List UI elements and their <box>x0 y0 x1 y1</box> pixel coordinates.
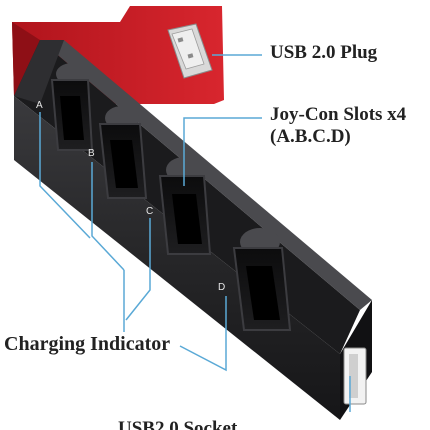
callout-charging-a <box>39 112 91 239</box>
slot-letter-a: A <box>36 100 43 111</box>
slot-letter-d: D <box>218 282 225 293</box>
slot-b <box>98 106 148 199</box>
label-joycon-slots-line2: (A.B.C.D) <box>270 125 351 147</box>
callout-charging-b <box>91 162 125 271</box>
slot-a <box>50 63 94 151</box>
label-usb-socket: USB2.0 Socket <box>118 418 238 430</box>
slot-d <box>232 228 292 331</box>
callout-slots <box>183 117 262 186</box>
slot-letter-c: C <box>146 206 153 217</box>
callout-lines <box>39 54 351 412</box>
label-charging-indicator: Charging Indicator <box>4 333 171 355</box>
slot-letters: A B C D <box>36 100 225 293</box>
label-joycon-slots-line1: Joy-Con Slots x4 <box>270 104 407 125</box>
callout-charging-c <box>125 218 151 321</box>
label-usb-plug: USB 2.0 Plug <box>270 42 378 63</box>
callout-charging-d <box>179 296 227 372</box>
usb-plug <box>167 23 213 79</box>
joycon-slots <box>50 63 292 331</box>
usb-socket <box>343 347 367 405</box>
slot-letter-b: B <box>88 148 95 159</box>
label-joycon-slots: Joy-Con Slots x4 (A.B.C.D) <box>270 104 406 148</box>
slot-c <box>158 157 212 255</box>
